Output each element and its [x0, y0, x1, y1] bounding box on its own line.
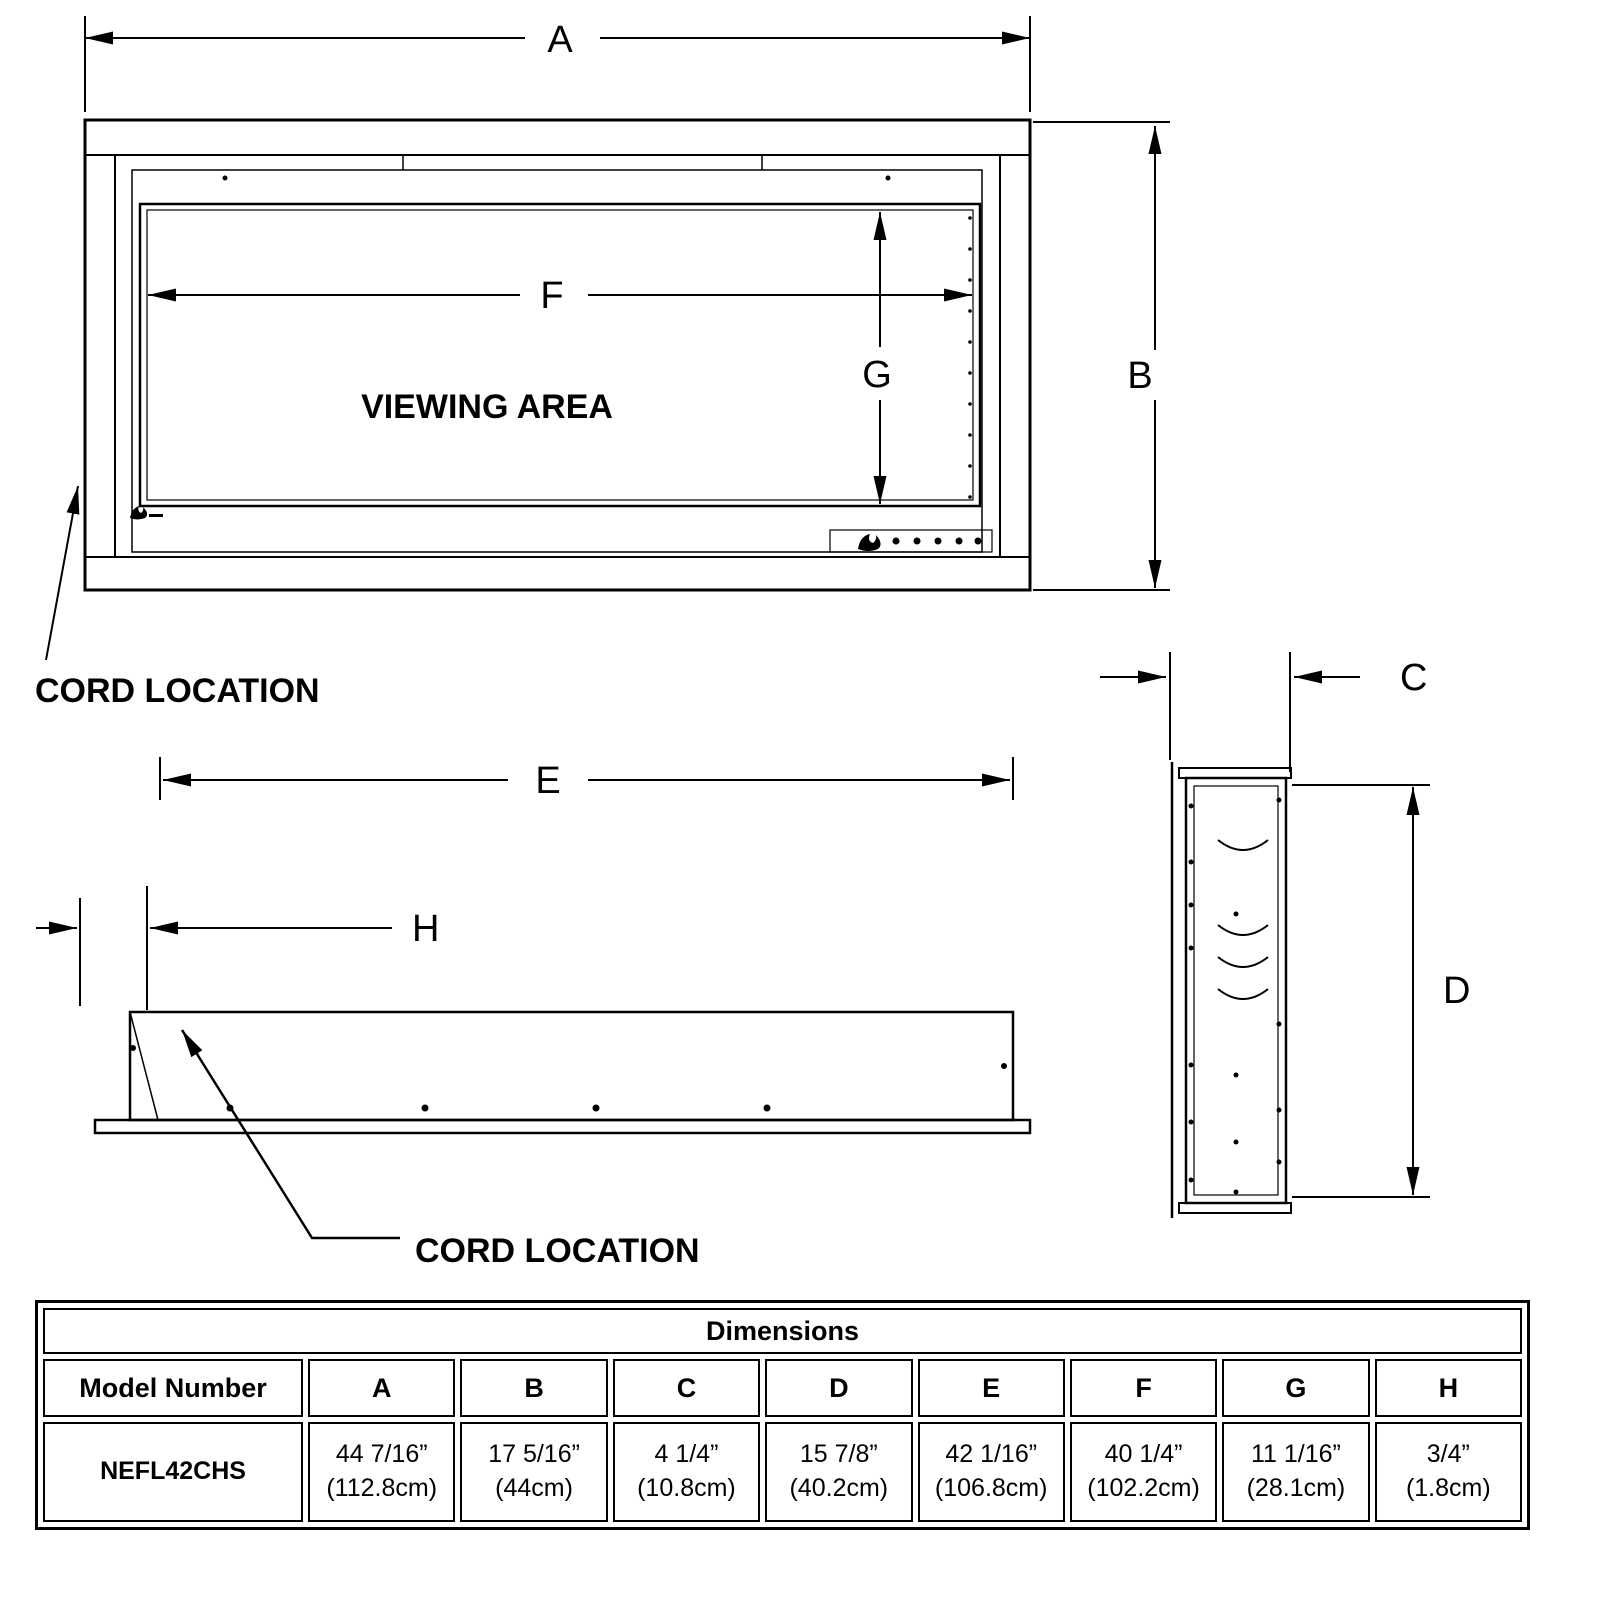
- plan-screw-dots: [130, 1045, 1007, 1112]
- value-cm: (112.8cm): [326, 1474, 438, 1502]
- control-buttons: [892, 537, 982, 545]
- col-header-g: G: [1222, 1359, 1370, 1417]
- dim-g: G: [862, 212, 892, 504]
- control-panel: [829, 529, 993, 553]
- dim-a: A: [85, 19, 1030, 61]
- dim-e-label: E: [535, 760, 560, 802]
- value-inches: 42 1/16”: [945, 1440, 1038, 1469]
- dim-d: D: [1292, 784, 1470, 1198]
- viewing-area-outline: [138, 202, 982, 508]
- side-inner: [1193, 785, 1279, 1196]
- value-inches: 3/4”: [1426, 1440, 1470, 1469]
- col-header-model-number: Model Number: [43, 1359, 303, 1417]
- louvers: [1217, 839, 1269, 1000]
- plan-view: [93, 1010, 1032, 1135]
- dim-b-label: B: [1127, 355, 1152, 397]
- table-title: Dimensions: [43, 1308, 1522, 1354]
- plan-body: [128, 1010, 1015, 1122]
- model-number-cell: NEFL42CHS: [43, 1422, 303, 1522]
- col-header-a: A: [308, 1359, 456, 1417]
- value-cm: (44cm): [495, 1474, 573, 1502]
- value-cm: (102.2cm): [1087, 1474, 1200, 1502]
- leader-line: [180, 1029, 400, 1240]
- dim-f-value-cell: 40 1/4” (102.2cm): [1069, 1422, 1218, 1522]
- dim-g-label: G: [862, 354, 892, 396]
- value-inches: 15 7/8”: [799, 1440, 878, 1469]
- plan-base-plate: [93, 1118, 1032, 1135]
- dim-h: H: [36, 886, 439, 1010]
- dim-d-label: D: [1443, 970, 1470, 1012]
- dim-a-label: A: [547, 19, 573, 61]
- viewing-area-label: VIEWING AREA: [361, 388, 613, 426]
- col-header-f: F: [1069, 1359, 1218, 1417]
- dim-h-label: H: [412, 908, 439, 950]
- value-inches: 4 1/4”: [654, 1440, 719, 1469]
- front-view-dots: [222, 175, 972, 499]
- side-view: [1170, 762, 1292, 1218]
- col-header-e: E: [917, 1359, 1065, 1417]
- dimensions-table: Dimensions Model Number A B C D E F G H …: [35, 1300, 1565, 1530]
- value-inches: 11 1/16”: [1250, 1440, 1341, 1469]
- front-outer-frame: [83, 118, 1032, 592]
- value-cm: (1.8cm): [1405, 1474, 1491, 1502]
- flame-icon: [858, 534, 881, 551]
- dim-a-value-cell: 44 7/16” (112.8cm): [308, 1422, 456, 1522]
- front-inner-frame: [114, 154, 1001, 558]
- plan-left-bevel: [129, 1011, 159, 1121]
- dim-c: C: [1100, 652, 1427, 772]
- col-header-d: D: [765, 1359, 913, 1417]
- dim-e-value-cell: 42 1/16” (106.8cm): [917, 1422, 1065, 1522]
- value-inches: 17 5/16”: [488, 1440, 580, 1469]
- cord-location-plan: CORD LOCATION: [180, 1029, 700, 1270]
- dim-b: B: [1033, 121, 1170, 591]
- cord-location-label: CORD LOCATION: [415, 1232, 700, 1270]
- control-strip: [829, 529, 993, 553]
- technical-drawing: A B F G VIEWING AREA CORD LOCATION: [35, 16, 1470, 1270]
- leader-line: [45, 485, 80, 661]
- side-top-lip: [1178, 767, 1292, 779]
- value-inches: 40 1/4”: [1104, 1440, 1183, 1469]
- dim-g-value-cell: 11 1/16” (28.1cm): [1222, 1422, 1370, 1522]
- value-cm: (28.1cm): [1246, 1474, 1346, 1502]
- value-cm: (40.2cm): [789, 1474, 889, 1502]
- col-header-h: H: [1374, 1359, 1522, 1417]
- front-view: [83, 16, 1032, 592]
- side-bottom-lip: [1178, 1202, 1292, 1214]
- dim-f-label: F: [540, 275, 563, 317]
- front-glass-frame: [131, 169, 983, 553]
- dim-c-label: C: [1400, 657, 1427, 699]
- brand-logo: [130, 506, 163, 520]
- cord-location-label: CORD LOCATION: [35, 672, 320, 710]
- col-header-b: B: [460, 1359, 608, 1417]
- dim-b-value-cell: 17 5/16” (44cm): [460, 1422, 608, 1522]
- value-inches: 44 7/16”: [335, 1440, 428, 1469]
- value-cm: (106.8cm): [934, 1474, 1048, 1502]
- side-body: [1184, 776, 1288, 1205]
- dim-e: E: [159, 757, 1014, 802]
- cord-location-front: CORD LOCATION: [35, 485, 320, 710]
- value-cm: (10.8cm): [637, 1474, 736, 1502]
- table-row: NEFL42CHS 44 7/16” (112.8cm) 17 5/16” (4…: [43, 1422, 1522, 1522]
- dim-h-value-cell: 3/4” (1.8cm): [1374, 1422, 1522, 1522]
- dim-f: F: [148, 275, 972, 317]
- viewing-area-inner: [146, 209, 974, 501]
- col-header-c: C: [612, 1359, 761, 1417]
- dim-d-value-cell: 15 7/8” (40.2cm): [765, 1422, 913, 1522]
- side-screw-dots: [1188, 797, 1282, 1195]
- dim-c-value-cell: 4 1/4” (10.8cm): [612, 1422, 761, 1522]
